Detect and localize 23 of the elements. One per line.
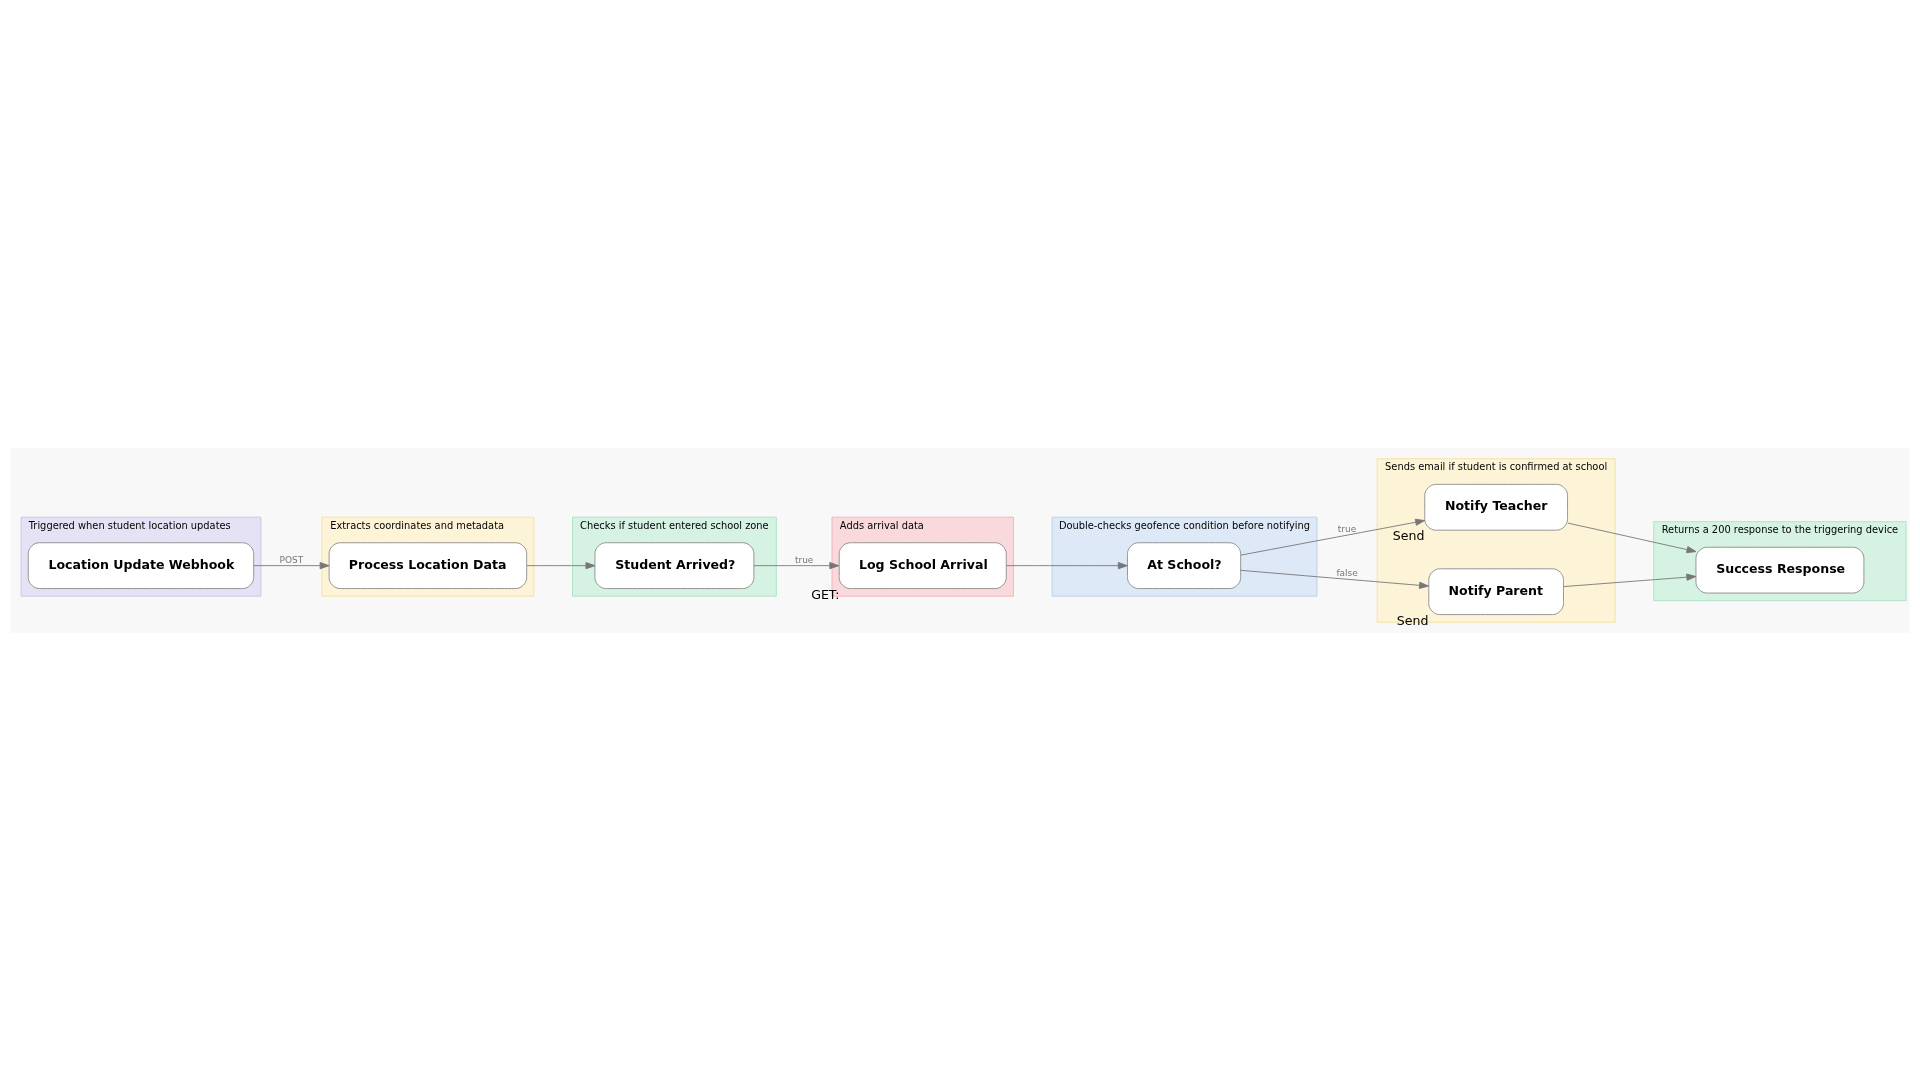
edge-label: false [1336, 567, 1358, 578]
node-box: Success Response [1695, 546, 1865, 593]
edge-label: true [1337, 523, 1357, 534]
node-box: Notify Teacher [1424, 483, 1568, 531]
edge-label: true [794, 554, 814, 565]
node-label: GET: [811, 586, 840, 602]
arrow [1006, 561, 1128, 569]
node-label: Send [1396, 612, 1429, 628]
arrow [526, 561, 596, 569]
node-label: Send [1392, 527, 1425, 543]
arrow [1563, 573, 1697, 587]
node-box: Student Arrived? [594, 541, 755, 589]
edge-label: POST [279, 554, 304, 565]
node-box: Process Location Data [328, 541, 528, 589]
node-box: Log School Arrival [838, 541, 1007, 589]
node-box: At School? [1127, 541, 1242, 589]
arrow [1240, 569, 1429, 589]
arrow [1240, 518, 1426, 556]
node-box: Location Update Webhook [27, 541, 255, 589]
arrow [1567, 522, 1697, 553]
arrow [253, 561, 330, 569]
arrow [753, 561, 840, 569]
node-box: Notify Parent [1428, 567, 1564, 615]
